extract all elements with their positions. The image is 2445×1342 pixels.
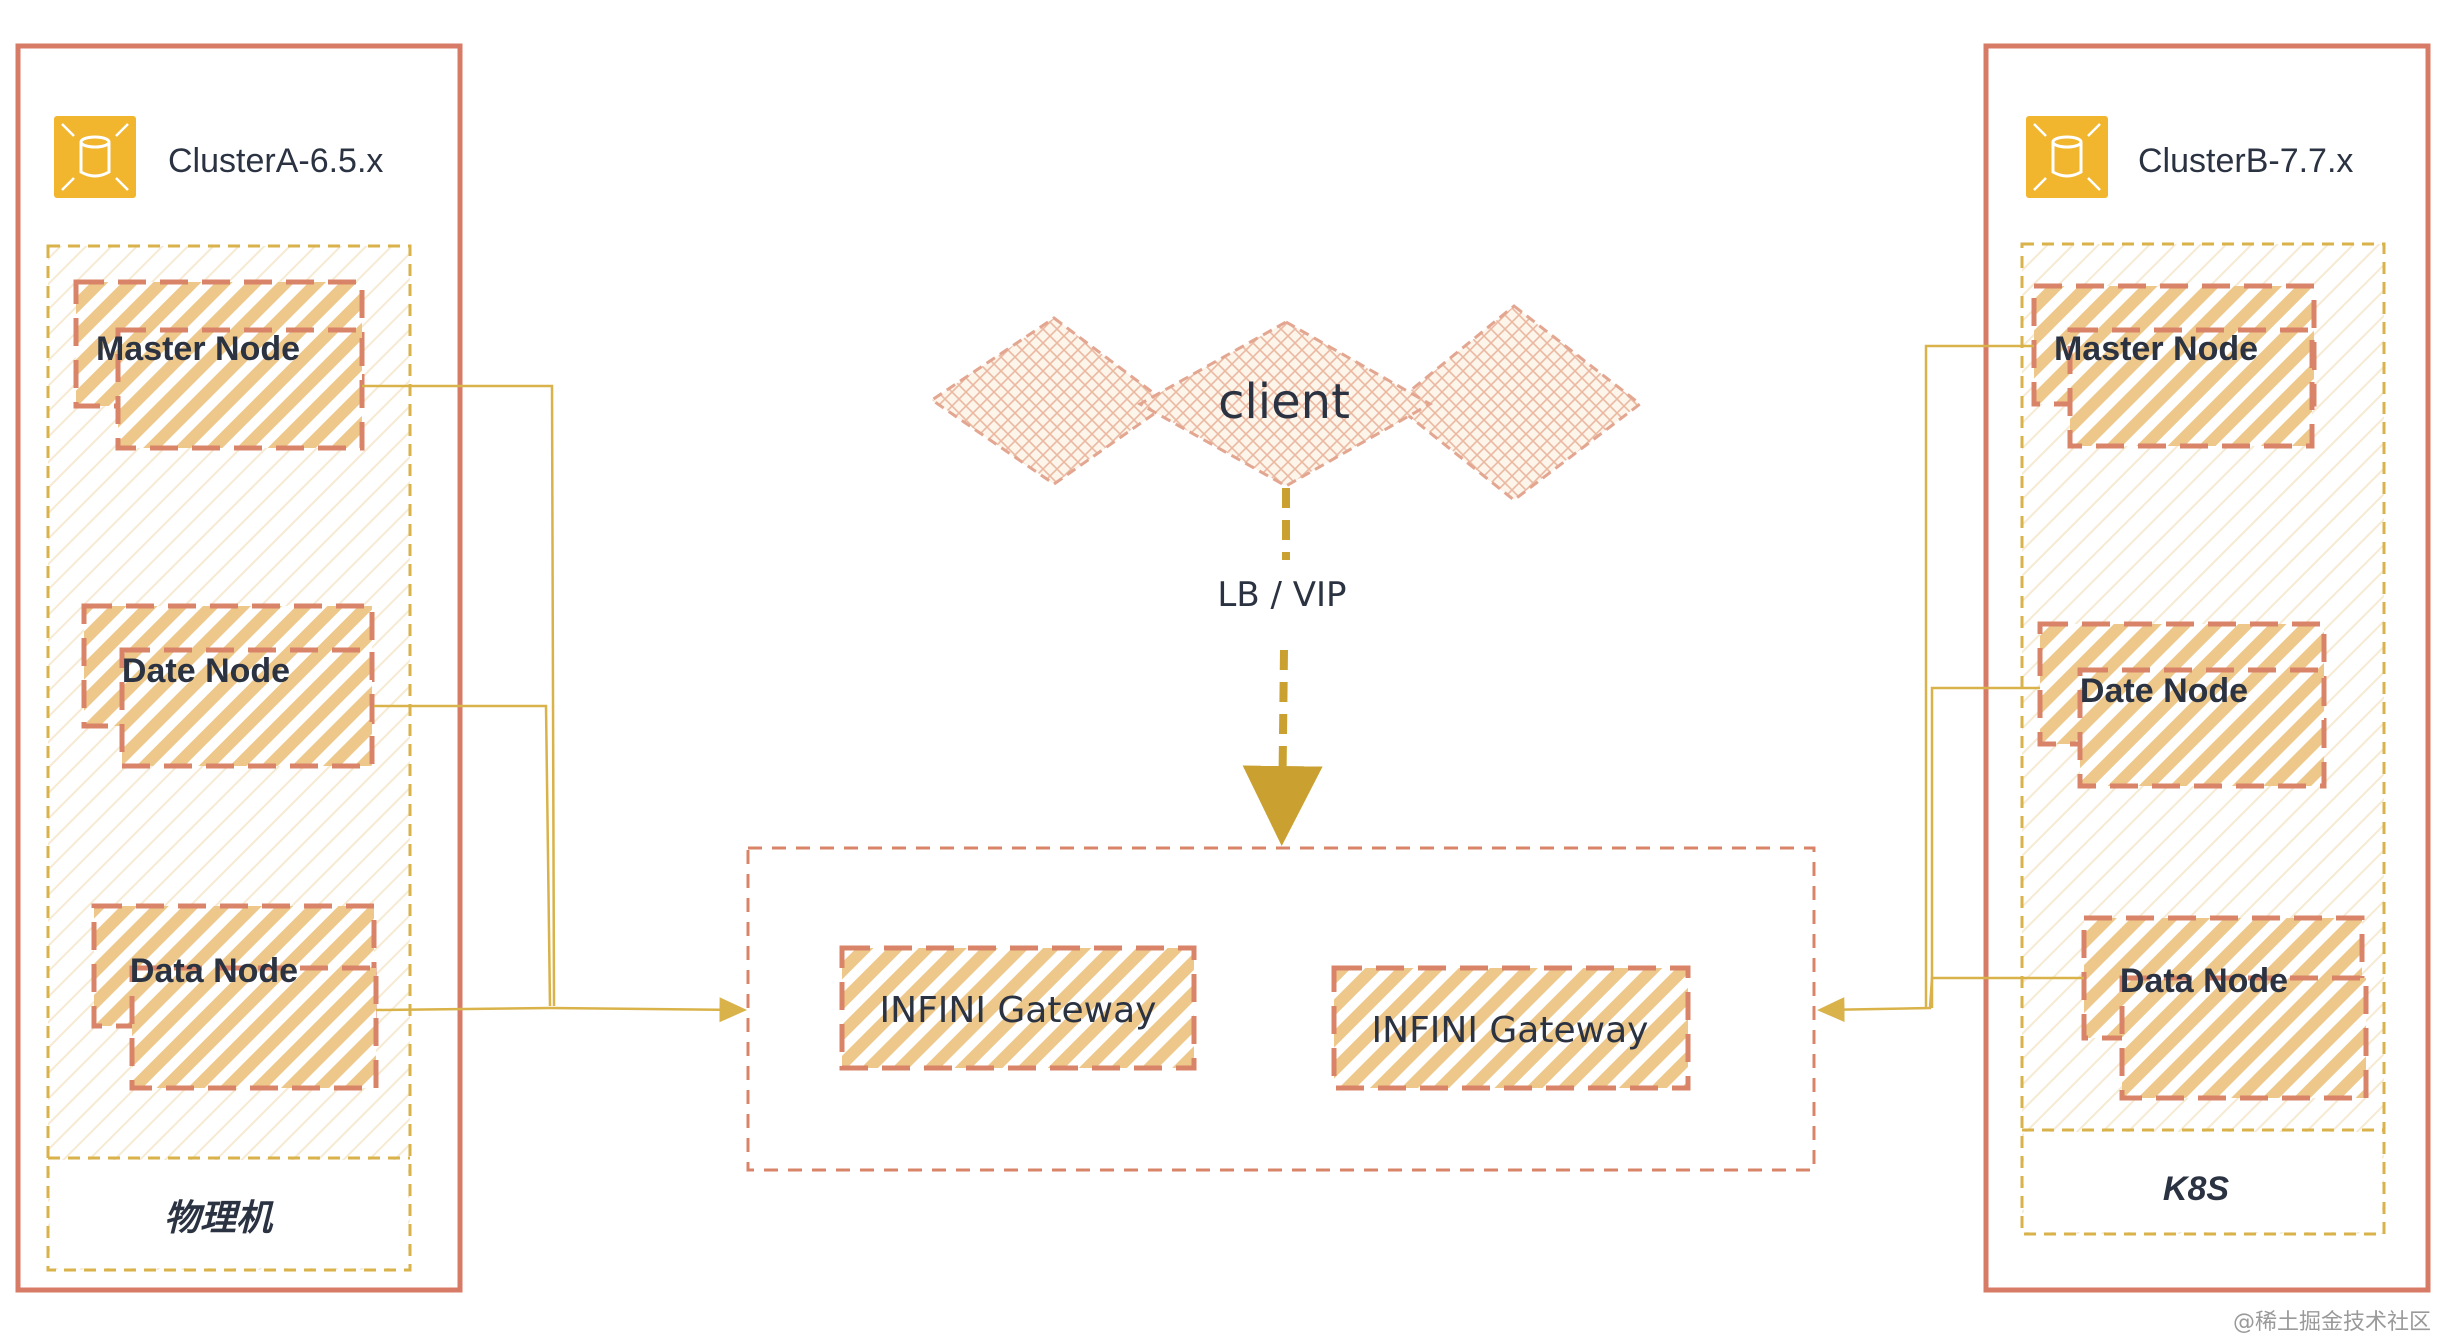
cluster-b-master-label: Master Node [2054,330,2258,368]
client-label: client [1218,374,1350,430]
cluster-a-footer: 物理机 [164,1197,274,1238]
cluster-b-wires [1817,344,2084,1023]
cluster-a-data-node: Data Node [91,903,379,1091]
cluster-b-data-node: Data Node [2081,915,2369,1101]
cluster-b-master-node: Master Node [2031,283,2317,449]
cluster-a: ClusterA-6.5.x 物理机 Master Node Date Node [15,43,463,1293]
cluster-a-wires [362,384,747,1023]
gateway-label-1: INFINI Gateway [880,990,1157,1031]
cluster-b-border [1983,43,2431,1293]
database-icon [54,116,136,198]
gateway-node-2: INFINI Gateway [1331,965,1691,1091]
database-icon [2026,116,2108,198]
cluster-b-date-node: Date Node [2037,621,2327,789]
gateway-node-1: INFINI Gateway [839,945,1197,1071]
lb-vip-link: LB / VIP [1217,488,1347,846]
cluster-b: ClusterB-7.7.x K8S Master Node Date Node [1983,43,2431,1293]
watermark: @稀土掘金技术社区 [2232,1310,2431,1335]
gateway-container: INFINI Gateway INFINI Gateway [746,846,1816,1172]
cluster-a-data-label: Data Node [130,952,298,990]
cluster-b-footer: K8S [2163,1170,2229,1208]
cluster-b-date-label: Date Node [2080,672,2248,710]
client-shape: client [929,304,1643,502]
cluster-a-title: ClusterA-6.5.x [168,142,383,180]
cluster-a-master-node: Master Node [73,279,365,451]
cluster-a-date-label: Date Node [122,652,290,690]
gateway-label-2: INFINI Gateway [1372,1010,1649,1051]
cluster-a-master-label: Master Node [96,330,300,368]
cluster-a-border [15,43,463,1293]
lb-vip-label: LB / VIP [1217,575,1346,615]
cluster-b-data-label: Data Node [2120,962,2288,1000]
cluster-a-date-node: Date Node [81,603,375,769]
cluster-b-title: ClusterB-7.7.x [2138,142,2353,180]
